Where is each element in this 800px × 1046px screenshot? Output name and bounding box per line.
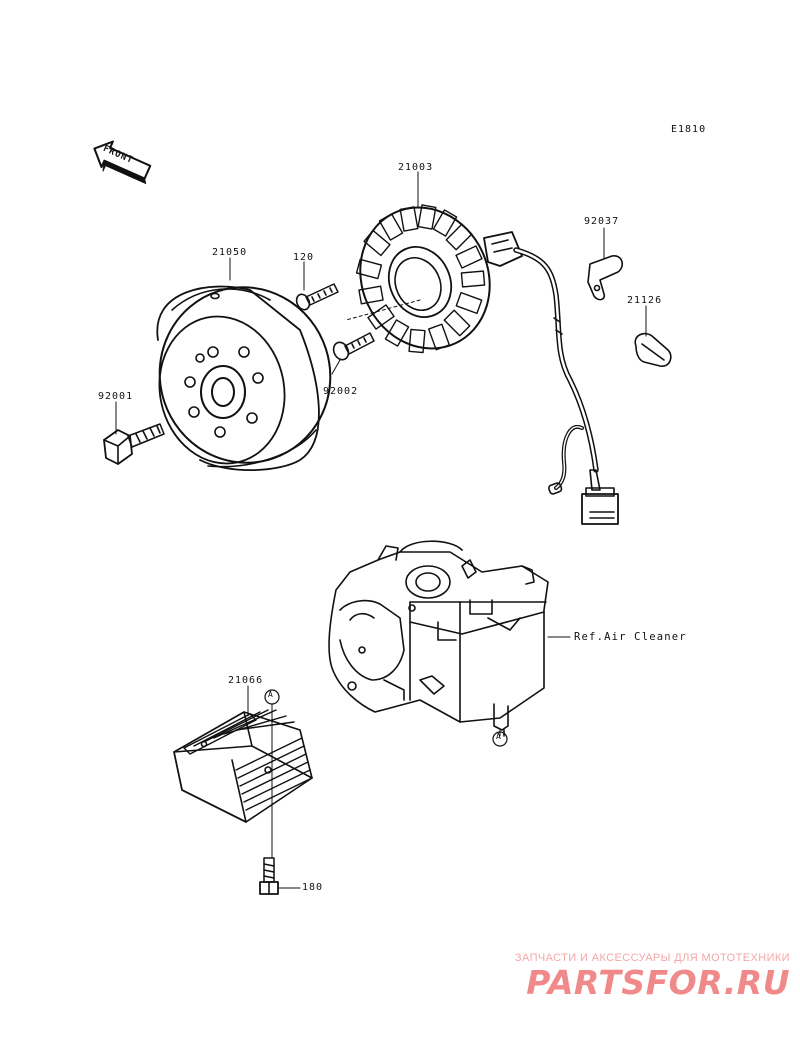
clamp-92037 bbox=[587, 255, 624, 301]
regulator-21066 bbox=[173, 709, 313, 823]
callout-circle-lower bbox=[492, 731, 508, 747]
part-label-bolt-120[interactable]: 120 bbox=[293, 252, 315, 263]
ref-air-cleaner-note: Ref.Air Cleaner bbox=[574, 631, 687, 643]
watermark-logo[interactable]: PARTSFOR.RU bbox=[526, 963, 790, 1002]
callout-circle-upper bbox=[264, 689, 280, 705]
leader-lines bbox=[115, 171, 647, 889]
callout-letter-lower: A bbox=[496, 732, 501, 741]
clamp-21126 bbox=[634, 332, 672, 367]
watermark-caption: ЗАПЧАСТИ И АКСЕССУАРЫ ДЛЯ МОТОТЕХНИКИ bbox=[514, 952, 790, 964]
diagram-code: E1810 bbox=[671, 124, 707, 135]
callout-letter-upper: A bbox=[268, 690, 273, 699]
front-arrow-icon bbox=[93, 140, 152, 184]
bolt-180 bbox=[259, 857, 279, 895]
flywheel-21050 bbox=[156, 285, 332, 472]
part-label-flywheel[interactable]: 21050 bbox=[212, 247, 248, 258]
stator-21003 bbox=[355, 204, 619, 525]
part-label-bolt-180[interactable]: 180 bbox=[302, 882, 324, 893]
part-label-regulator[interactable]: 21066 bbox=[228, 675, 264, 686]
part-label-bolt-92002[interactable]: 92002 bbox=[323, 386, 359, 397]
part-label-bolt-92001[interactable]: 92001 bbox=[98, 391, 134, 402]
bolt-92001 bbox=[103, 423, 165, 465]
air-cleaner-housing bbox=[328, 540, 549, 737]
bolt-120 bbox=[295, 283, 339, 311]
bolt-92002 bbox=[332, 332, 375, 361]
part-label-clamp-92037[interactable]: 92037 bbox=[584, 216, 620, 227]
part-label-clamp-21126[interactable]: 21126 bbox=[627, 295, 663, 306]
part-label-stator[interactable]: 21003 bbox=[398, 162, 434, 173]
